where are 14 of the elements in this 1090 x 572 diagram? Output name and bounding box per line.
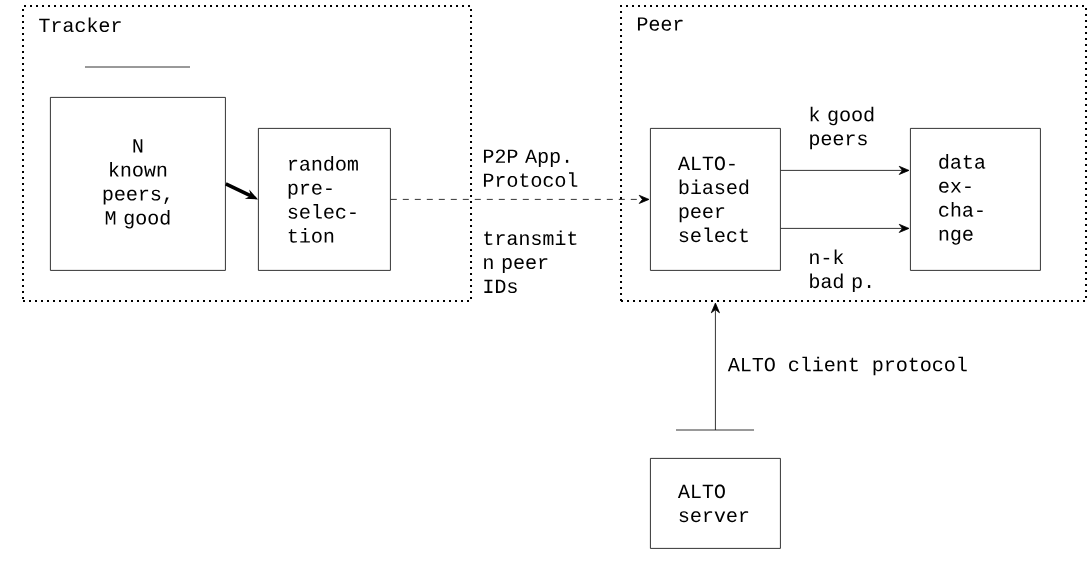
edge-label: ALTO client protocol xyxy=(727,356,967,376)
database-box: N known peers, M good xyxy=(50,66,226,271)
edge-label: P2P App. Protocol xyxy=(484,149,578,187)
database-box: ALTO server xyxy=(650,429,781,549)
arrow xyxy=(390,194,650,204)
process-box: random pre- selec- tion xyxy=(258,128,391,271)
edge-label: k good peers xyxy=(806,104,885,152)
edge-label: n-k bad p. xyxy=(806,247,885,295)
arrow xyxy=(780,223,910,233)
arrow xyxy=(780,165,910,175)
process-box: data ex- cha- nge xyxy=(910,128,1041,271)
note-text: transmit n peer IDs xyxy=(484,230,577,294)
process-box: ALTO- biased peer select xyxy=(650,128,781,271)
arrow xyxy=(710,302,720,431)
